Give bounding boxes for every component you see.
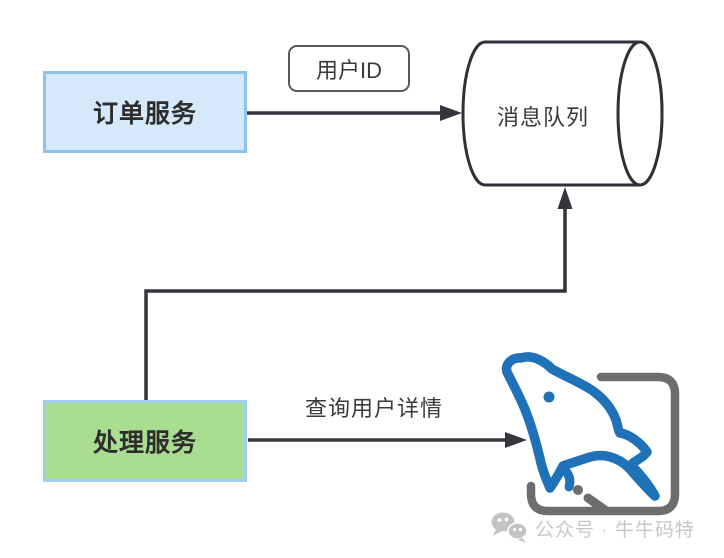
- dolphin-eye: [543, 391, 555, 403]
- message-queue-label: 消息队列: [496, 105, 589, 130]
- arrow-process-to-queue: [144, 187, 573, 402]
- processing-service-label: 处理服务: [92, 429, 197, 457]
- db-frame-dot: [573, 485, 583, 495]
- mysql-dolphin-icon: [501, 352, 680, 516]
- order-service-node: 订单服务: [43, 71, 247, 153]
- user-id-edge-label: 用户ID: [288, 45, 410, 92]
- dolphin-body: [501, 352, 660, 501]
- arrow-process-to-db: [248, 432, 527, 448]
- wechat-icon: [491, 512, 528, 543]
- arrow-order-to-queue: [247, 105, 462, 121]
- query-user-detail-label: 查询用户详情: [304, 396, 443, 421]
- processing-service-node: 处理服务: [43, 400, 247, 482]
- watermark-text: 公众号 · 牛牛码特: [535, 519, 695, 541]
- db-frame: [526, 372, 680, 516]
- db-frame-flipper: [583, 493, 610, 515]
- arrowhead-right-icon: [440, 105, 462, 121]
- dolphin-fin-drop: [560, 465, 575, 492]
- order-service-label: 订单服务: [92, 100, 197, 128]
- arrowhead-right-icon: [505, 432, 527, 448]
- arrowhead-up-icon: [557, 187, 573, 209]
- message-queue-cylinder: [461, 40, 664, 187]
- watermark: 公众号 · 牛牛码特: [490, 511, 695, 545]
- cylinder-end-cap: [616, 40, 664, 187]
